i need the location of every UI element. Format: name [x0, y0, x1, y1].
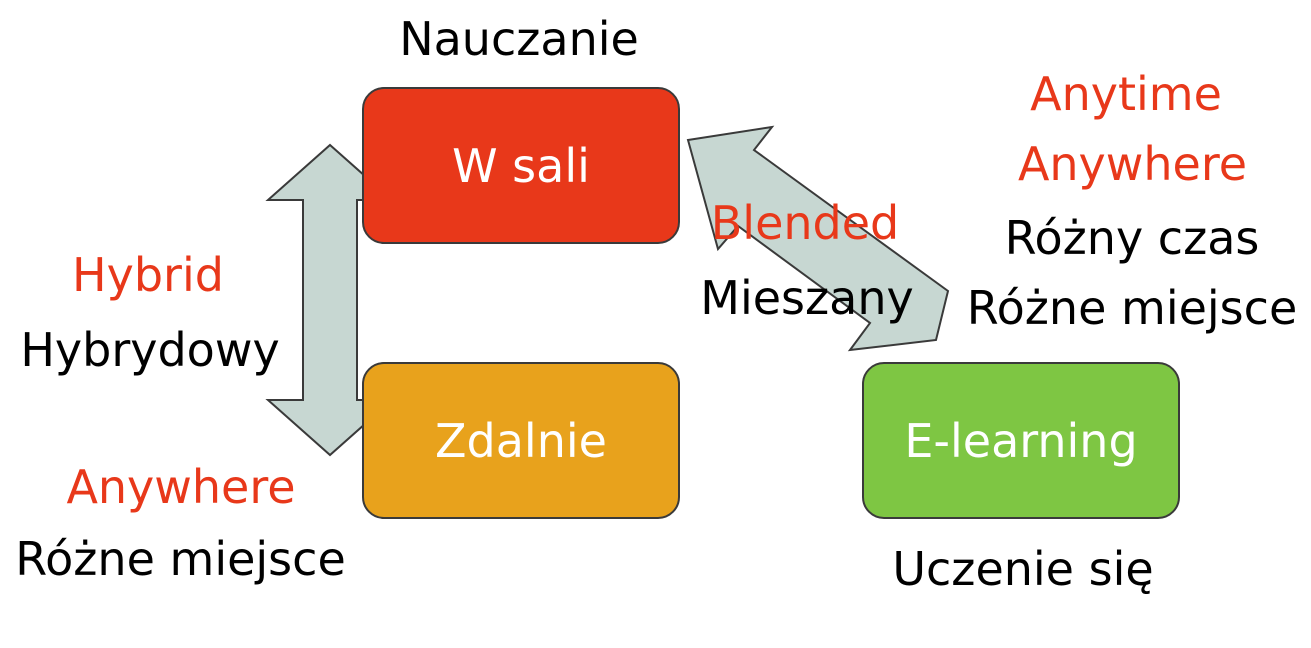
anywhere-label: Anywhere [1017, 137, 1248, 191]
remote-label: Zdalnie [435, 413, 607, 468]
hybrid-pl-label: Hybrydowy [20, 323, 280, 377]
classroom-box: W sali [362, 87, 680, 244]
blended-double-arrow [686, 125, 950, 352]
different-place-label: Różne miejsce [966, 281, 1298, 335]
learning-label: Uczenie się [892, 542, 1154, 596]
anytime-label: Anytime [1030, 67, 1222, 121]
elearning-box: E-learning [862, 362, 1180, 519]
remote-box: Zdalnie [362, 362, 680, 519]
blended-en-label: Blended [710, 196, 900, 250]
different-time-label: Różny czas [1004, 211, 1260, 265]
classroom-label: W sali [452, 138, 590, 193]
hybrid-en-label: Hybrid [72, 248, 224, 302]
teaching-label: Nauczanie [399, 12, 639, 66]
remote-place-label: Różne miejsce [15, 532, 346, 586]
remote-anywhere-label: Anywhere [66, 460, 296, 514]
blended-pl-label: Mieszany [700, 271, 914, 325]
elearning-label: E-learning [904, 413, 1138, 468]
